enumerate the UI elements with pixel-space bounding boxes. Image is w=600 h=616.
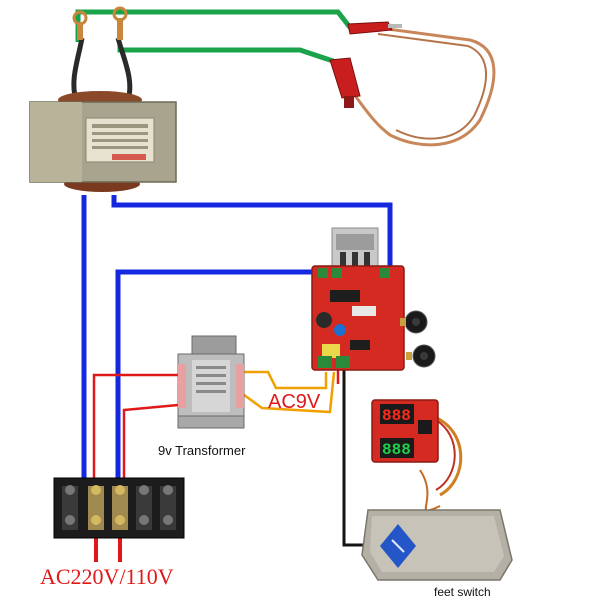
terminal-block <box>53 477 185 539</box>
ac9v-label: AC9V <box>268 391 321 413</box>
probe-lower <box>329 57 361 99</box>
welding-pen <box>329 21 496 147</box>
display-module: 888 888 <box>371 399 463 512</box>
copper-lead-loop <box>348 26 496 147</box>
probe-upper <box>347 21 393 35</box>
transformer-lead-left <box>71 37 85 101</box>
red-wire-outer <box>92 373 178 490</box>
transformer-9v-label: 9v Transformer <box>158 443 246 458</box>
green-wire-bottom <box>117 45 337 65</box>
red-wire-inner <box>122 403 179 490</box>
main-transformer <box>29 6 177 192</box>
transformer-lead-right <box>115 37 133 101</box>
display-lower-digits: 888 <box>382 441 411 459</box>
mains-voltage-label: AC220V/110V <box>40 564 174 589</box>
blue-wire-mid-to-board <box>115 269 318 490</box>
control-board <box>311 227 436 371</box>
foot-switch <box>361 509 513 581</box>
blue-wire-top-to-board <box>111 195 393 275</box>
orange-wire-bottom <box>239 371 336 414</box>
orange-wire-top <box>240 370 328 390</box>
foot-switch-label: feet switch <box>434 585 491 599</box>
display-upper-digits: 888 <box>382 407 411 425</box>
transformer-9v <box>177 335 245 429</box>
